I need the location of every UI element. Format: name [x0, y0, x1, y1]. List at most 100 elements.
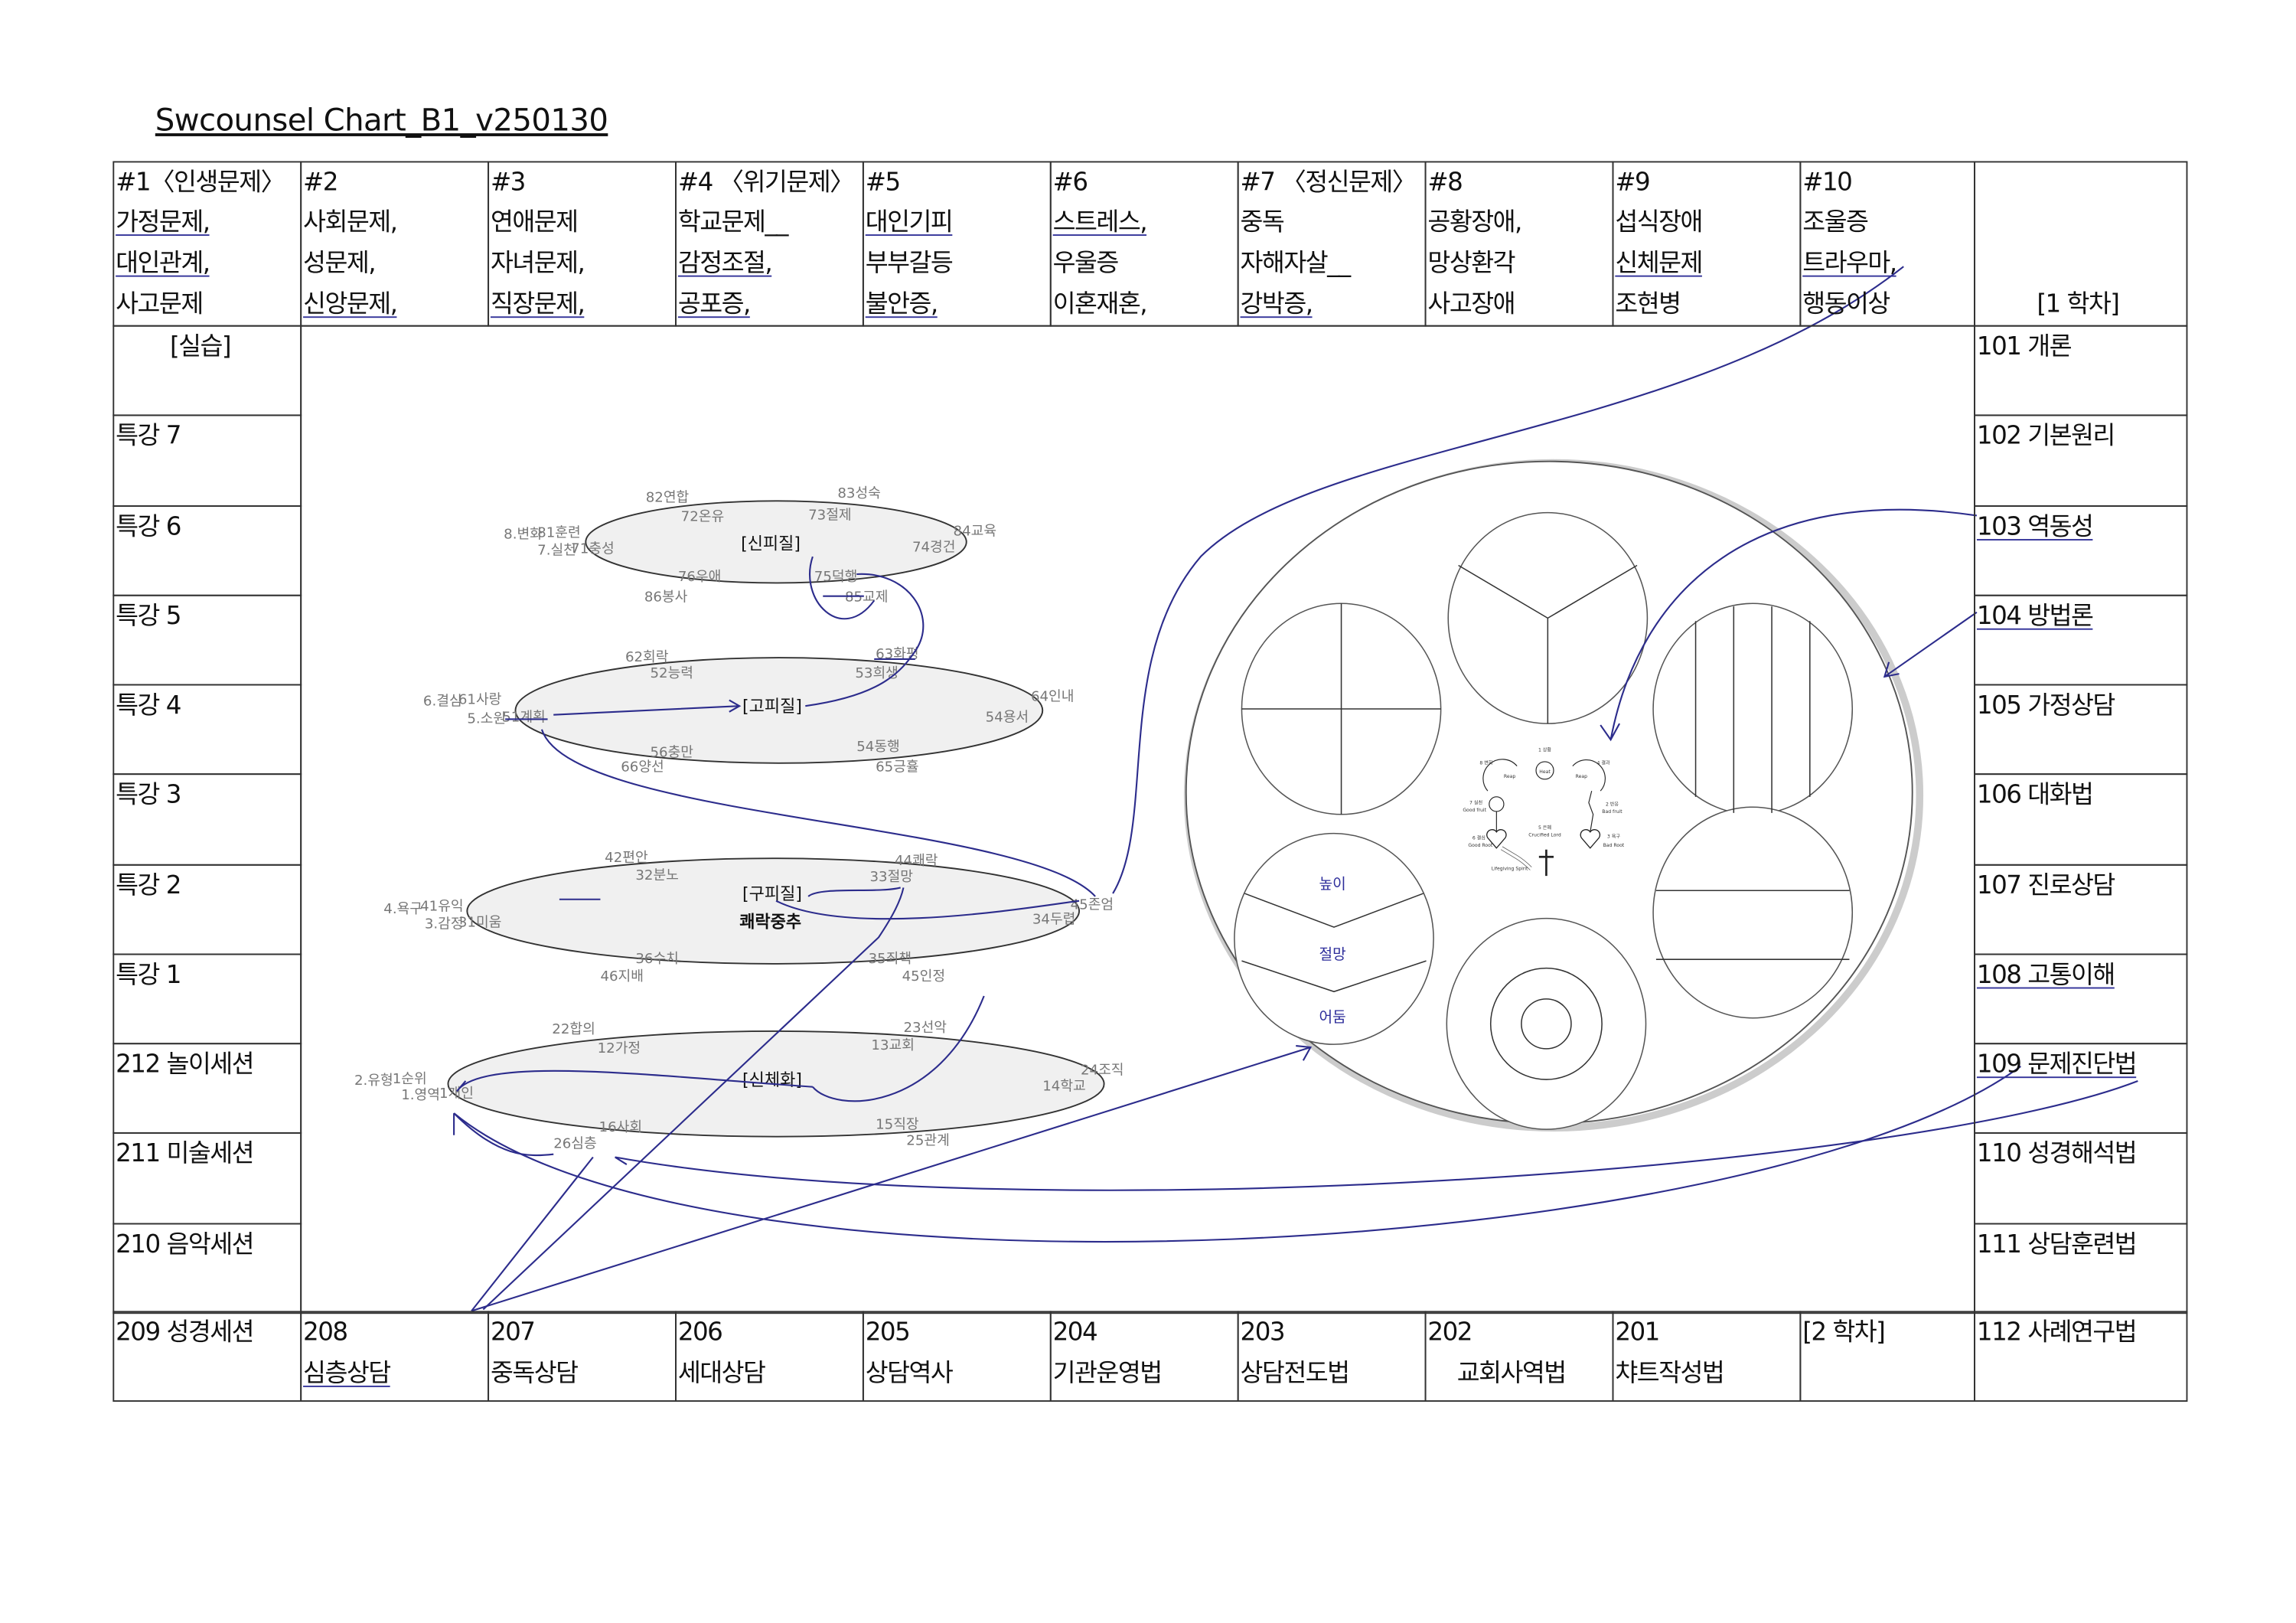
left-row-1: 특강 7: [113, 414, 302, 507]
problem-item: 감정조절,: [677, 249, 773, 279]
header-cell-4: #4 〈위기문제〉 학교문제__ 감정조절, 공포증,: [675, 161, 864, 327]
bottom-cell-201: 201 챠트작성법: [1612, 1311, 1802, 1402]
left-row-4: 특강 4: [113, 684, 302, 776]
left-row-label: 특강 5: [116, 601, 181, 632]
problem-item: 우울증: [1052, 249, 1120, 279]
problem-item: 불안증,: [865, 289, 939, 320]
problem-item: 강박증,: [1240, 289, 1314, 320]
problem-item: 사고장애: [1427, 289, 1515, 320]
left-row-label: 특강 1: [116, 960, 181, 990]
problem-item: 중독: [1240, 207, 1285, 237]
problem-item: 학교문제__: [677, 207, 789, 237]
course-label: 110 성경해석법: [1976, 1139, 2138, 1170]
course-number: 207: [490, 1318, 536, 1348]
problem-item: 가정문제,: [116, 207, 210, 237]
right-row-10: 111 상담훈련법: [1974, 1222, 2188, 1314]
right-row-4: 105 가정상담: [1974, 684, 2188, 776]
problem-item: 조울증: [1802, 207, 1869, 237]
left-row-label: 210 음악세션: [116, 1229, 254, 1259]
left-row-label: 특강 7: [116, 422, 181, 452]
course-name: 챠트작성법: [1615, 1359, 1725, 1389]
bottom-cell-206: 206 세대상담: [675, 1311, 864, 1402]
right-row-8: 109 문제진단법: [1974, 1043, 2188, 1135]
problem-group-number: #10: [1802, 168, 1853, 198]
course-number: 203: [1240, 1318, 1286, 1348]
right-row-0: 101 개론: [1974, 325, 2188, 416]
bottom-right-cell: 112 사례연구법: [1974, 1311, 2188, 1402]
bottom-cell-208: 208 심층상담: [300, 1311, 490, 1402]
semester-1-label: [1 학차]: [2037, 289, 2120, 320]
problem-group-number: #3: [490, 168, 526, 198]
right-row-6: 107 진로상담: [1974, 863, 2188, 955]
problem-group-number: #8: [1427, 168, 1463, 198]
course-label: 103 역동성: [1976, 511, 2094, 541]
left-row-label: 212 놀이세션: [116, 1050, 254, 1080]
problem-item: 직장문제,: [490, 289, 585, 320]
bottom-semester-cell: [2 학차]: [1799, 1311, 1975, 1402]
problem-item: 사고문제: [116, 289, 204, 320]
problem-item: 자녀문제,: [490, 249, 585, 279]
problem-group-number: #9: [1615, 168, 1650, 198]
course-name: 세대상담: [677, 1359, 766, 1389]
course-name: 중독상담: [490, 1359, 579, 1389]
bottom-cell-203: 203 상담전도법: [1237, 1311, 1427, 1402]
left-row-label: [실습]: [169, 332, 232, 362]
left-row-6: 특강 2: [113, 863, 302, 955]
header-semester-cell: [1 학차]: [1974, 161, 2188, 327]
problem-item: 조현병: [1615, 289, 1681, 320]
problem-item: 자해자살__: [1240, 249, 1352, 279]
course-label: 105 가정상담: [1976, 691, 2115, 721]
page-title: Swcounsel Chart_B1_v250130: [155, 102, 608, 138]
left-row-9: 211 미술세션: [113, 1132, 302, 1224]
course-name: 심층상담: [303, 1359, 391, 1389]
course-label: 102 기본원리: [1976, 422, 2115, 452]
problem-item: 신앙문제,: [303, 289, 398, 320]
course-label: 106 대화법: [1976, 781, 2094, 811]
problem-group-number: #2: [303, 168, 338, 198]
problem-item: 부부갈등: [865, 249, 954, 279]
course-name: 기관운영법: [1052, 1359, 1163, 1389]
problem-item: 공포증,: [677, 289, 752, 320]
course-label: 111 상담훈련법: [1976, 1229, 2138, 1259]
course-name: 교회사역법: [1456, 1359, 1567, 1389]
problem-item: 연애문제: [490, 207, 579, 237]
problem-item: 스트레스,: [1052, 207, 1148, 237]
bottom-right-label: 112 사례연구법: [1976, 1318, 2138, 1348]
problem-group-number: #5: [865, 168, 901, 198]
bottom-cell-207: 207 중독상담: [488, 1311, 677, 1402]
problem-item: 공황장애,: [1427, 207, 1522, 237]
course-number: 208: [303, 1318, 348, 1348]
problem-item: 섭식장애: [1615, 207, 1703, 237]
problem-item: 신체문제: [1615, 249, 1703, 279]
problem-item: 망상환각: [1427, 249, 1515, 279]
course-number: 205: [865, 1318, 911, 1348]
problem-group-number: #1〈인생문제〉: [116, 168, 285, 198]
bottom-left-label: 209 성경세션: [116, 1318, 254, 1348]
left-row-2: 특강 6: [113, 505, 302, 596]
course-label: 107 진로상담: [1976, 870, 2115, 900]
problem-group-number: #4 〈위기문제〉: [677, 168, 855, 198]
diagram-area: [300, 325, 1975, 1314]
course-label: 108 고통이해: [1976, 960, 2115, 990]
left-row-5: 특강 3: [113, 773, 302, 865]
left-row-label: 특강 4: [116, 691, 181, 721]
problem-item: 성문제,: [303, 249, 377, 279]
course-label: 109 문제진단법: [1976, 1050, 2138, 1080]
left-row-label: 특강 6: [116, 511, 181, 541]
problem-group-number: #7 〈정신문제〉: [1240, 168, 1417, 198]
course-number: 206: [677, 1318, 723, 1348]
problem-item: 이혼재혼,: [1052, 289, 1148, 320]
course-name: 상담전도법: [1240, 1359, 1351, 1389]
left-row-label: 특강 2: [116, 870, 181, 900]
header-cell-1: #1〈인생문제〉가정문제,대인관계,사고문제: [113, 161, 302, 327]
course-label: 104 방법론: [1976, 601, 2094, 632]
left-row-3: 특강 5: [113, 594, 302, 686]
course-number: 201: [1615, 1318, 1660, 1348]
